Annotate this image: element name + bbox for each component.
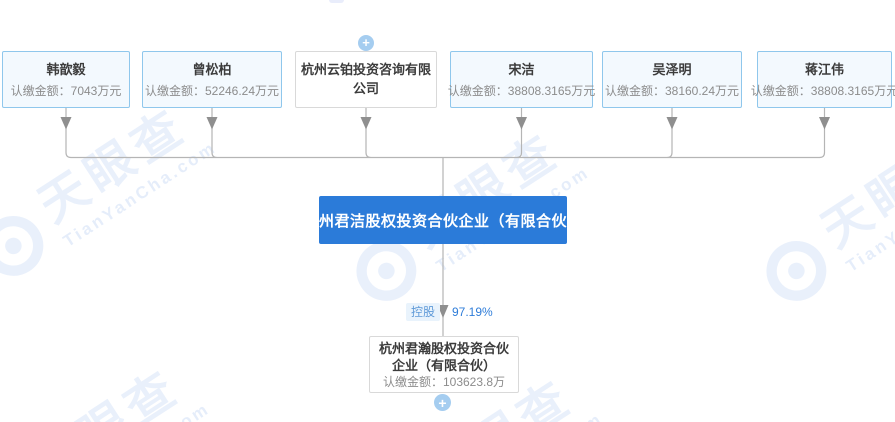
- shareholder-name: 宋洁: [508, 61, 535, 77]
- shareholder-node[interactable]: 宋洁 认缴金额：38808.3165万元: [447, 51, 596, 108]
- shareholder-name: 吴泽明: [652, 61, 692, 77]
- holding-percent: 97.19%: [452, 305, 493, 319]
- cropped-expand-icon: [329, 0, 344, 3]
- focus-company-node[interactable]: 杭州君洁股权投资合伙企业（有限合伙）: [304, 196, 582, 244]
- arrow-down-icon: [666, 117, 678, 130]
- arrow-down-icon: [819, 117, 830, 130]
- shareholder-node[interactable]: 杭州云铂投资咨询有限公司: [295, 51, 437, 108]
- shareholder-name: 曾松柏: [192, 61, 232, 77]
- arrow-down-icon: [516, 117, 527, 130]
- shareholder-amount: 认缴金额：38160.24万元: [604, 83, 740, 98]
- arrow-down-icon: [60, 117, 72, 130]
- arrow-down-icon: [206, 117, 218, 130]
- shareholder-name: 蒋江伟: [804, 61, 844, 77]
- shareholder-name: 韩歆毅: [46, 61, 86, 77]
- subsidiary-amount: 认缴金额：103623.8万: [382, 375, 506, 389]
- subsidiary-name: 杭州君瀚股权投资合伙企业（有限合伙）: [378, 341, 509, 373]
- shareholder-node[interactable]: 曾松柏 认缴金额：52246.24万元: [142, 51, 282, 108]
- shareholder-node[interactable]: 蒋江伟 认缴金额：38808.3165万元: [751, 51, 895, 108]
- shareholder-node[interactable]: 吴泽明 认缴金额：38160.24万元: [602, 51, 742, 108]
- shareholder-amount: 认缴金额：38808.3165万元: [447, 83, 596, 98]
- shareholder-amount: 认缴金额：38808.3165万元: [750, 83, 895, 98]
- relation-badge: 控股: [406, 303, 441, 321]
- shareholder-node[interactable]: 韩歆毅 认缴金额：7043万元: [2, 51, 130, 108]
- focus-company-name: 杭州君洁股权投资合伙企业（有限合伙）: [303, 212, 583, 230]
- shareholder-amount: 认缴金额：7043万元: [10, 83, 122, 98]
- subsidiary-node[interactable]: 杭州君瀚股权投资合伙企业（有限合伙） 认缴金额：103623.8万: [369, 336, 519, 393]
- shareholder-name: 杭州云铂投资咨询有限公司: [301, 61, 432, 96]
- expand-icon[interactable]: +: [358, 35, 374, 51]
- arrow-down-icon: [360, 117, 372, 130]
- expand-icon[interactable]: +: [434, 394, 451, 411]
- arrow-down-icon: [437, 305, 449, 318]
- shareholder-amount: 认缴金额：52246.24万元: [144, 83, 280, 98]
